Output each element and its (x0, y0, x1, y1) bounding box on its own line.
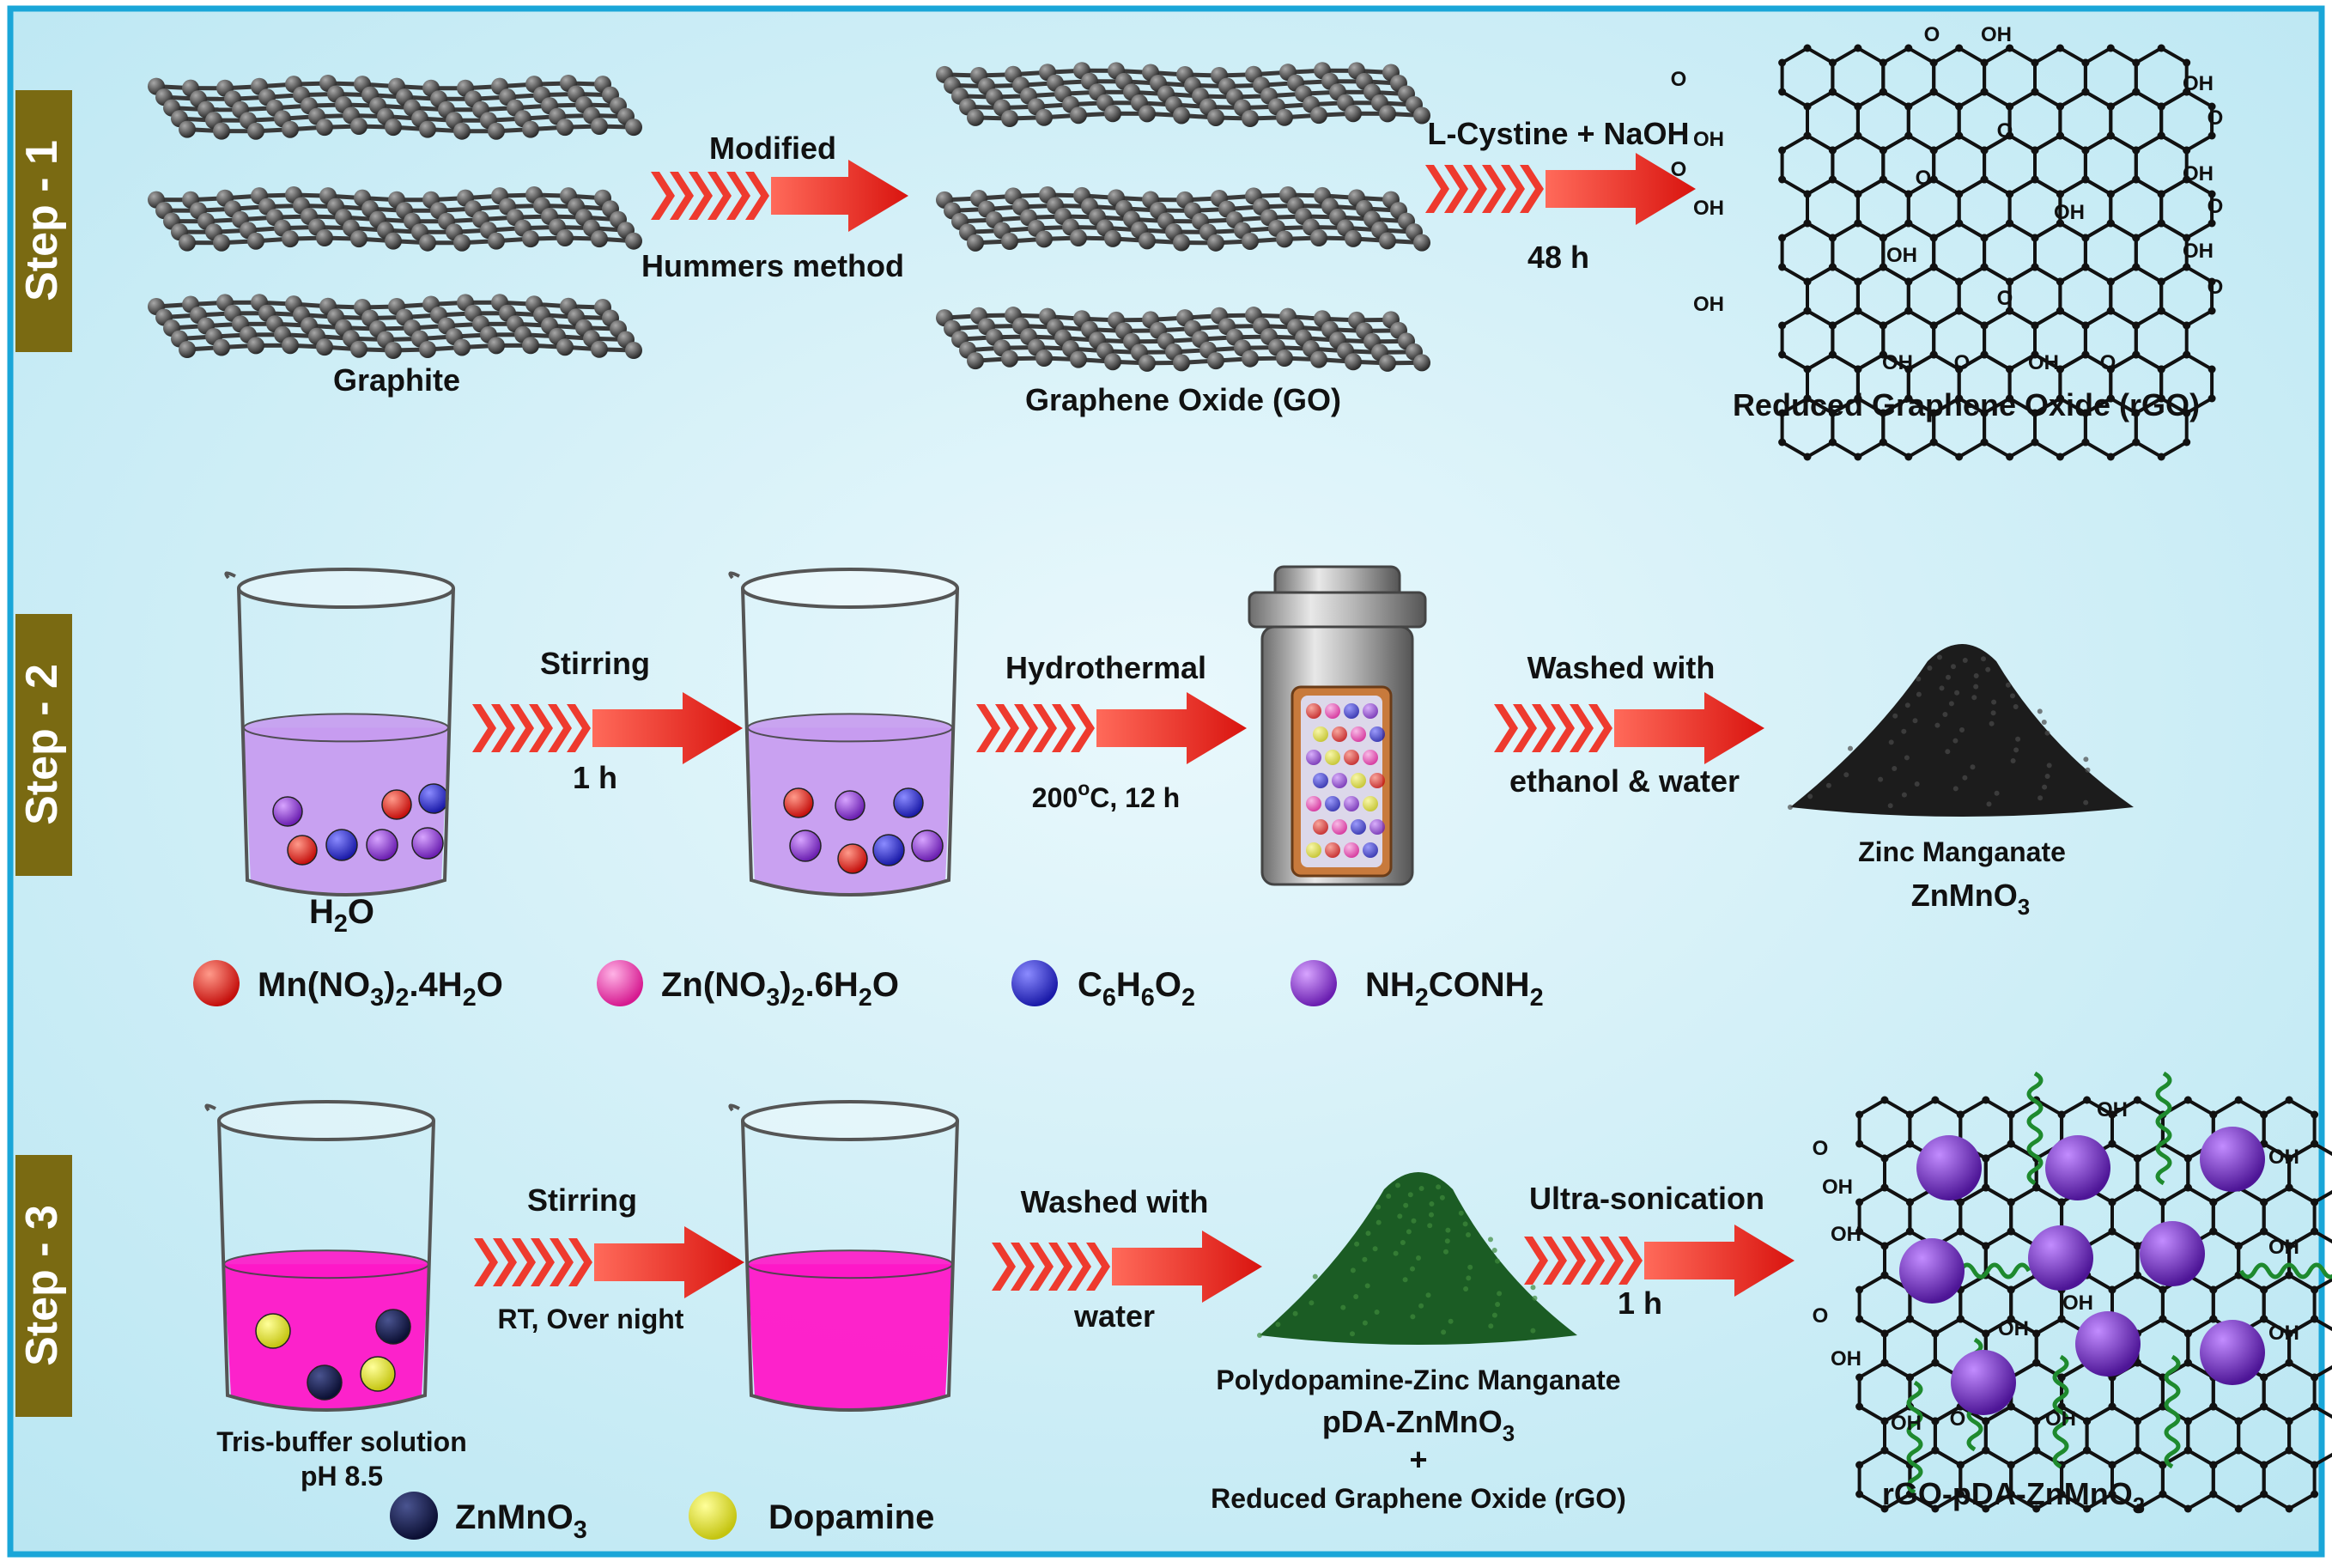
arrow2-top-label: L-Cystine + NaOH (1427, 116, 1689, 151)
rgo-component-label: Reduced Graphene Oxide (rGO) (1211, 1483, 1626, 1514)
svg-text:O: O (2208, 195, 2224, 218)
svg-text:OH: OH (1981, 23, 2012, 46)
step3-arrow1-top-label: Stirring (527, 1182, 637, 1218)
svg-text:OH: OH (2268, 1236, 2299, 1259)
svg-text:OH: OH (2054, 201, 2085, 224)
legend-label: Dopamine (768, 1498, 934, 1536)
pda-znmno3-name: Polydopamine-Zinc Manganate (1216, 1364, 1620, 1395)
step2-arrow3-top-label: Washed with (1527, 650, 1716, 685)
svg-text:O: O (1997, 119, 2013, 143)
svg-text:OH: OH (2183, 162, 2214, 185)
arrow2-bottom-label: 48 h (1527, 240, 1589, 275)
svg-text:OH: OH (1822, 1176, 1853, 1199)
rgo-label: Reduced Graphene Oxide (rGO) (1733, 387, 2200, 422)
legend-swatch (390, 1492, 438, 1540)
svg-text:OH: OH (2183, 240, 2214, 263)
step-2-tag: Step - 2 (15, 614, 72, 876)
svg-text:OH: OH (1831, 1223, 1861, 1246)
svg-text:OH: OH (1693, 128, 1724, 151)
zinc-manganate-label: Zinc Manganate (1858, 836, 2066, 867)
legend-swatch (689, 1492, 737, 1540)
svg-text:O: O (1813, 1137, 1829, 1160)
svg-text:O: O (1950, 1407, 1966, 1431)
step-3-tag: Step - 3 (15, 1155, 72, 1417)
svg-text:OH: OH (2062, 1291, 2093, 1315)
graphene-oxide-label: Graphene Oxide (GO) (1025, 382, 1341, 417)
svg-text:O: O (1813, 1304, 1829, 1328)
tris-buffer-label: Tris-buffer solution (216, 1426, 467, 1457)
svg-text:Step - 1: Step - 1 (17, 140, 67, 301)
step3-arrow1-bottom-label: RT, Over night (498, 1304, 684, 1334)
arrow1-bottom-label: Hummers method (641, 248, 904, 283)
step3-arrow3-top-label: Ultra-sonication (1529, 1181, 1764, 1216)
svg-text:O: O (2100, 351, 2116, 374)
svg-text:OH: OH (1693, 293, 1724, 316)
step2-arrow1-top-label: Stirring (540, 646, 650, 681)
step3-arrow2-top-label: Washed with (1021, 1184, 1209, 1219)
step2-arrow2-bottom-label: 200oC, 12 h (1032, 777, 1180, 813)
svg-text:O: O (2208, 106, 2224, 130)
svg-text:OH: OH (2045, 1407, 2076, 1431)
svg-text:OH: OH (2028, 351, 2059, 374)
step2-arrow1-bottom-label: 1 h (573, 760, 617, 795)
legend-swatch (597, 960, 643, 1006)
plus-sign: + (1409, 1442, 1427, 1477)
svg-text:O: O (1997, 287, 2013, 310)
svg-text:O: O (2208, 276, 2224, 299)
step2-arrow2-top-label: Hydrothermal (1005, 650, 1206, 685)
svg-text:OH: OH (1882, 351, 1913, 374)
legend-swatch (1011, 960, 1058, 1006)
svg-text:O: O (1954, 351, 1971, 374)
graphite-label: Graphite (333, 362, 460, 398)
svg-text:O: O (1671, 68, 1687, 91)
svg-text:OH: OH (1886, 244, 1917, 267)
autoclave-illustration (1249, 567, 1425, 884)
step3-arrow2-bottom-label: water (1073, 1298, 1155, 1334)
svg-text:O: O (1924, 23, 1940, 46)
svg-text:O: O (1916, 167, 1932, 190)
svg-text:OH: OH (2183, 72, 2214, 95)
arrow1-top-label: Modified (709, 131, 836, 166)
svg-text:OH: OH (1998, 1317, 2029, 1340)
svg-text:OH: OH (2268, 1146, 2299, 1169)
legend-swatch (1290, 960, 1337, 1006)
ph-label: pH 8.5 (301, 1461, 383, 1492)
svg-text:OH: OH (1831, 1347, 1861, 1370)
svg-text:Step - 3: Step - 3 (17, 1205, 67, 1366)
step2-arrow3-bottom-label: ethanol & water (1509, 763, 1740, 799)
svg-text:Step - 2: Step - 2 (17, 664, 67, 825)
svg-text:OH: OH (2268, 1322, 2299, 1345)
svg-text:OH: OH (2097, 1098, 2128, 1121)
svg-text:OH: OH (1891, 1412, 1922, 1435)
svg-text:OH: OH (1693, 197, 1724, 220)
legend-swatch (193, 960, 240, 1006)
step3-arrow3-bottom-label: 1 h (1618, 1285, 1662, 1321)
step-1-tag: Step - 1 (15, 90, 72, 352)
